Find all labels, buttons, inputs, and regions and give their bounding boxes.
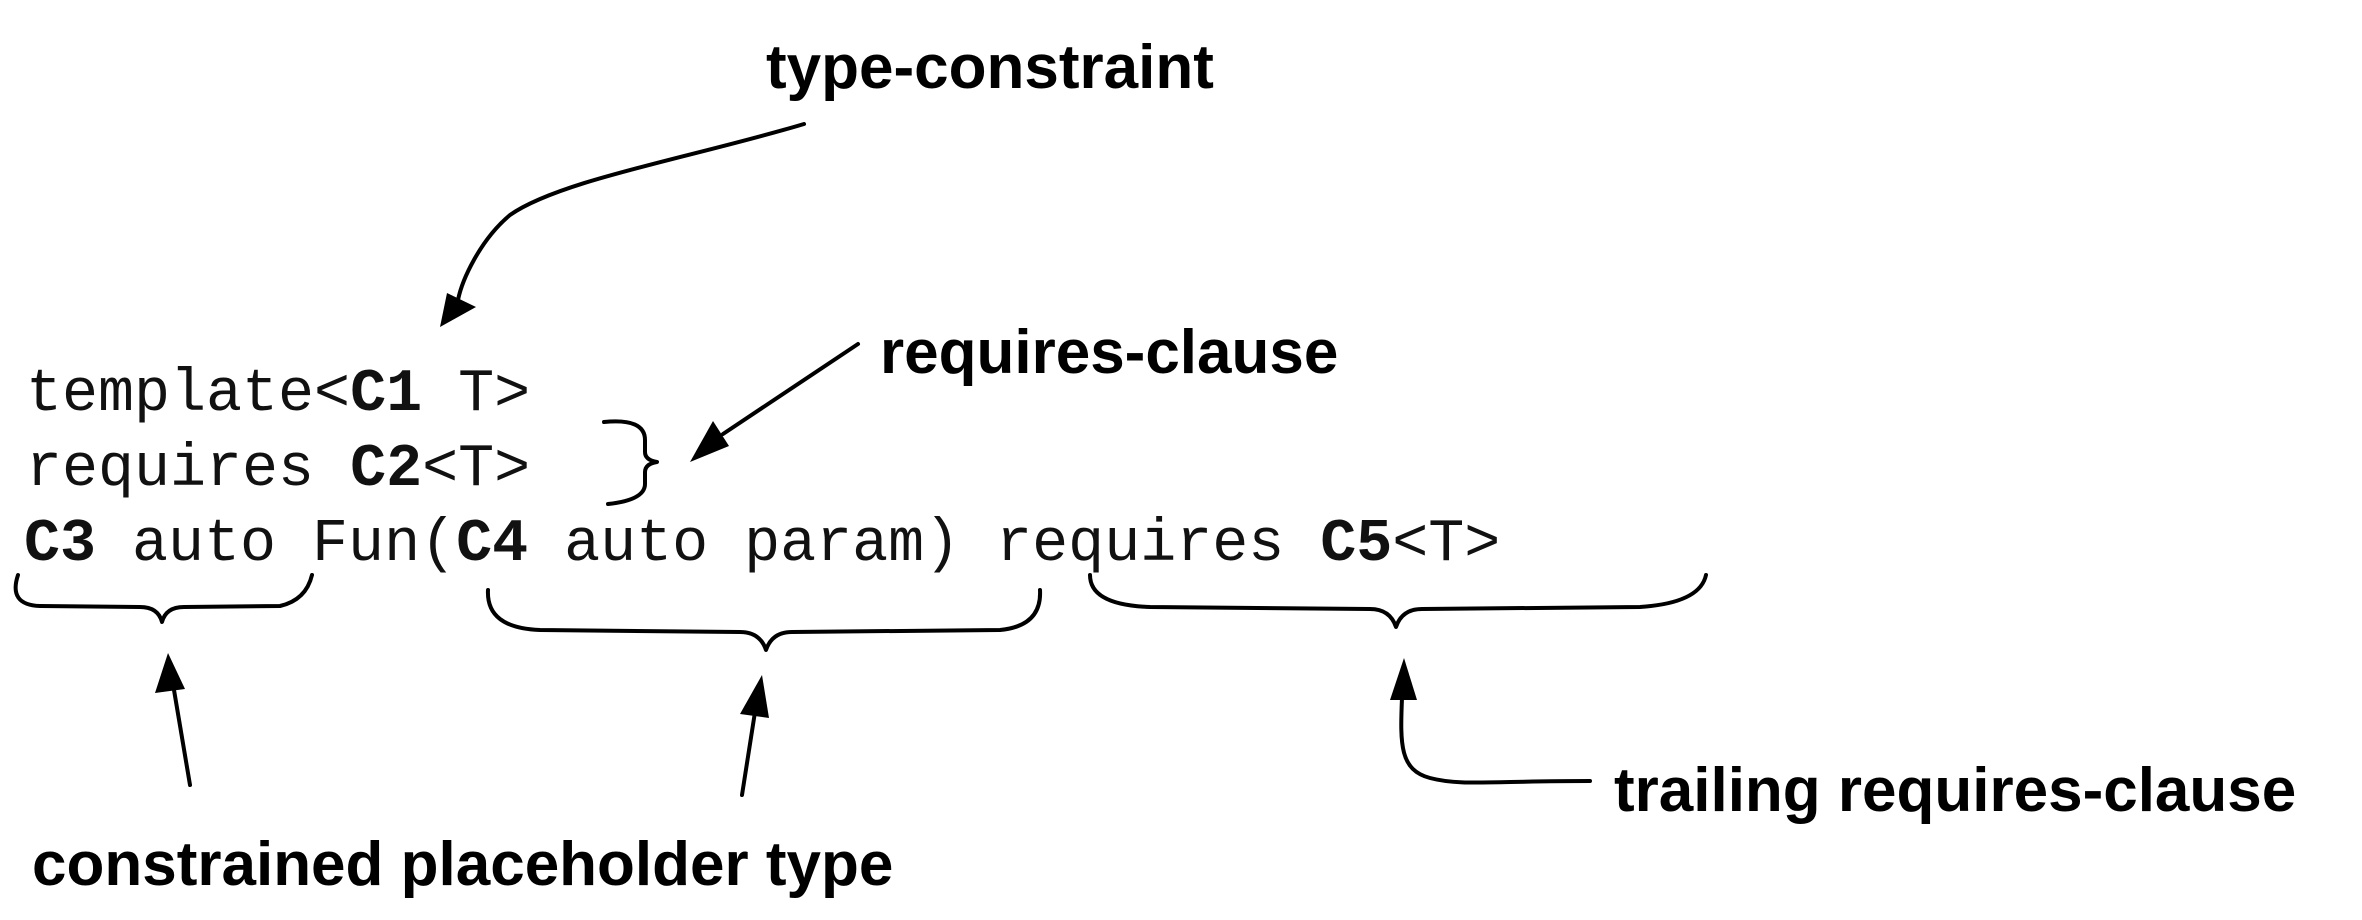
requires-clause-brace — [602, 419, 659, 506]
parameter-arrow-line — [740, 710, 757, 797]
code-keyword-c2: C2 — [350, 436, 422, 504]
trailing-requires-label: trailing requires-clause — [1614, 756, 2296, 825]
code-line-function: C3 auto Fun(C4 auto param) requires C5<T… — [24, 511, 1500, 579]
placeholder-underbrace — [13, 573, 314, 624]
code-keyword-c5: C5 — [1320, 511, 1392, 579]
trailing-requires-arrow-head — [1390, 658, 1417, 700]
type-constraint-arrow-head — [440, 293, 476, 327]
placeholder-arrow-line — [172, 688, 192, 787]
code-line-requires: requires C2<T> — [26, 436, 530, 504]
code-function-text2: auto param) requires — [528, 511, 1320, 579]
requires-clause-arrow-line — [721, 342, 860, 436]
placeholder-arrow-head — [155, 653, 185, 693]
code-keyword-c3: C3 — [24, 511, 96, 579]
trailing-requires-arrow-line — [1399, 696, 1592, 785]
type-constraint-arrow-line — [456, 122, 806, 302]
trailing-requires-underbrace — [1088, 573, 1708, 629]
parameter-underbrace — [485, 588, 1043, 652]
code-template-prefix: template< — [26, 361, 350, 429]
code-function-text3: <T> — [1392, 511, 1500, 579]
constrained-placeholder-label: constrained placeholder type — [32, 830, 893, 899]
requires-clause-label: requires-clause — [880, 318, 1338, 387]
type-constraint-label: type-constraint — [766, 33, 1214, 102]
code-keyword-c4: C4 — [456, 511, 528, 579]
code-template-suffix: T> — [422, 361, 530, 429]
code-line-template: template<C1 T> — [26, 361, 530, 429]
parameter-arrow-head — [740, 675, 769, 718]
code-requires-suffix: <T> — [422, 436, 530, 504]
requires-clause-arrow-head — [690, 421, 729, 462]
code-keyword-c1: C1 — [350, 361, 422, 429]
code-requires-prefix: requires — [26, 436, 350, 504]
code-function-text1: auto Fun( — [96, 511, 456, 579]
